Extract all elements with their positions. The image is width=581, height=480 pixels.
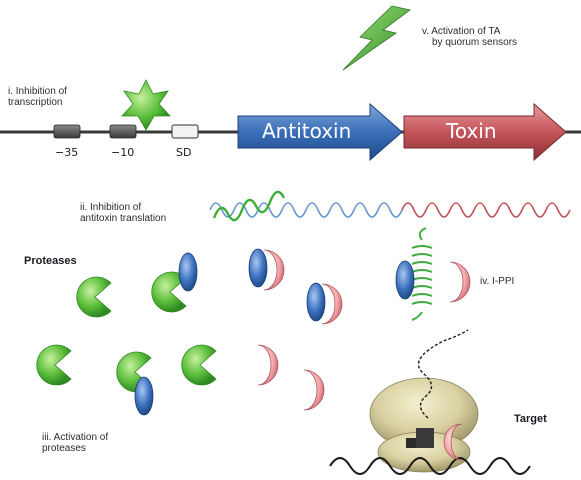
protease-icon <box>181 344 217 386</box>
label-inhibition-translation-line2: antitoxin translation <box>80 213 167 224</box>
antitoxin-icon <box>178 252 198 292</box>
antitoxin-icon <box>395 260 415 300</box>
ippi-coil <box>411 227 433 321</box>
label-activation-ta-line2: by quorum sensors <box>432 37 518 48</box>
toxin-mrna-wave <box>401 202 571 218</box>
label-proteases: Proteases <box>24 255 77 267</box>
protease-icon <box>151 271 187 313</box>
inhibitor-rna-wave <box>212 190 286 222</box>
sd-label: SD <box>176 146 192 159</box>
toxin-arrow <box>403 102 567 162</box>
toxin-icon <box>321 283 343 325</box>
minus10-box <box>109 124 137 139</box>
minus35-box <box>53 124 81 139</box>
label-inhibition-translation-line1: ii. Inhibition of <box>80 202 142 213</box>
label-activation-proteases-line2: proteases <box>42 443 86 454</box>
lightning-icon <box>342 5 411 71</box>
antitoxin-arrow-label: Antitoxin <box>262 119 352 143</box>
minus10-label: −10 <box>111 146 135 159</box>
label-target: Target <box>514 413 547 425</box>
protease-icon <box>36 344 72 386</box>
target-mrna-strand <box>329 457 531 475</box>
toxin-icon <box>263 249 285 291</box>
sd-box <box>171 124 199 139</box>
label-ippi: iv. I-PPI <box>480 276 515 287</box>
label-activation-ta-line1: v. Activation of TA <box>422 26 501 37</box>
target-trna-block <box>416 428 434 448</box>
label-inhibition-transcription-line2: transcription <box>8 97 63 108</box>
antitoxin-icon <box>306 282 326 322</box>
toxin-icon <box>443 423 463 461</box>
toxin-icon <box>449 261 471 303</box>
protease-icon <box>76 276 112 318</box>
target-trna-block-2 <box>406 438 416 448</box>
label-inhibition-transcription-line1: i. Inhibition of <box>8 86 67 97</box>
star-inhibitor-icon <box>121 79 171 131</box>
antitoxin-icon <box>248 248 268 288</box>
toxin-arrow-label: Toxin <box>446 119 497 143</box>
antitoxin-icon <box>134 376 154 416</box>
label-activation-proteases-line1: iii. Activation of <box>42 432 109 443</box>
antitoxin-arrow <box>237 102 403 162</box>
toxin-icon <box>303 369 325 411</box>
minus35-label: −35 <box>55 146 79 159</box>
antitoxin-mrna-wave <box>209 202 415 218</box>
toxin-icon <box>257 344 279 386</box>
